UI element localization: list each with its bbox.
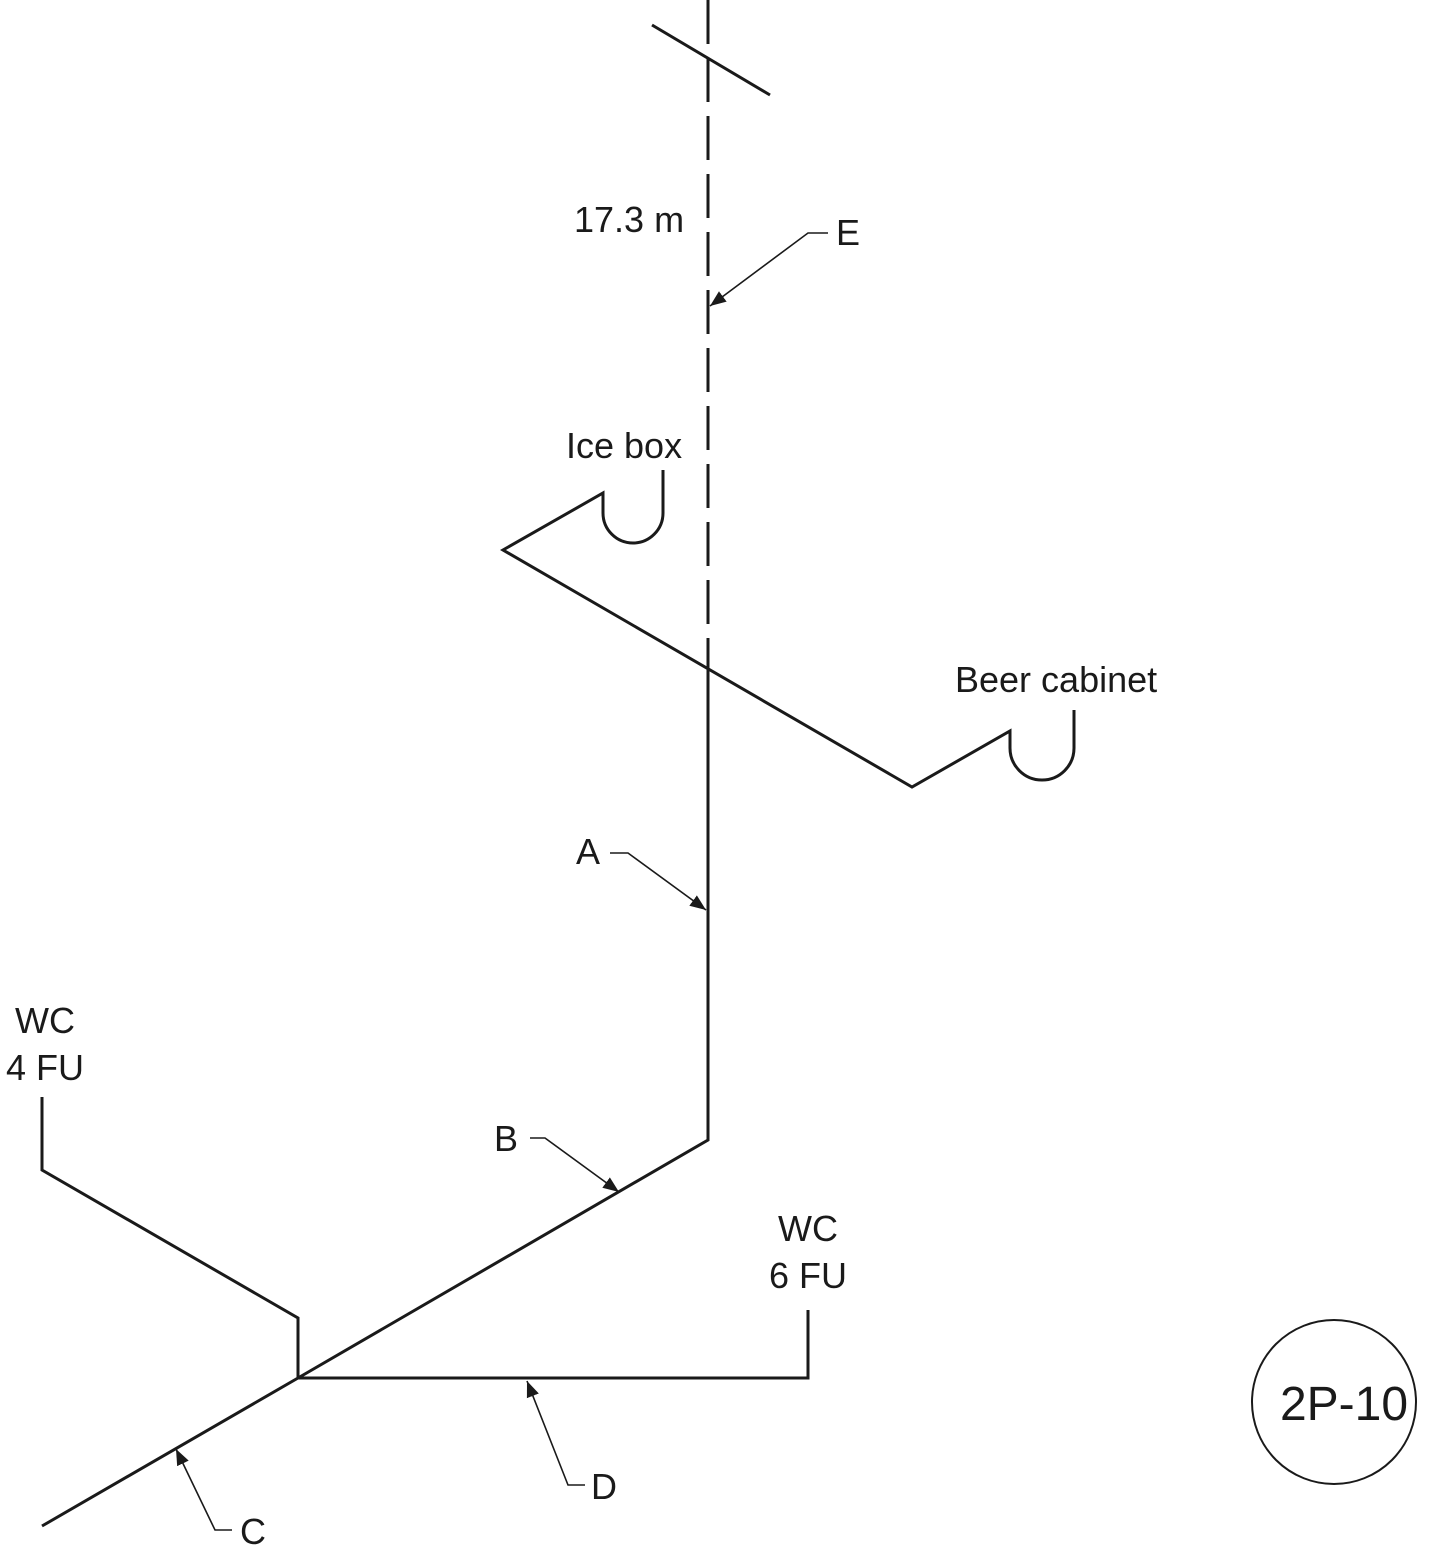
wc-right-name: WC — [778, 1208, 838, 1249]
label-b: B — [494, 1118, 518, 1159]
label-c: C — [240, 1511, 266, 1552]
wc-left-name: WC — [15, 1000, 75, 1041]
leader-d — [526, 1380, 585, 1486]
label-e: E — [836, 212, 860, 253]
ice-box-trap — [499, 470, 1076, 789]
pipe-a-b-c — [41, 665, 710, 1528]
drawing-id-circle — [1251, 1319, 1417, 1485]
label-d: D — [591, 1466, 617, 1507]
break-line — [651, 23, 771, 97]
leader-e — [709, 232, 828, 307]
pipe-d — [298, 1310, 810, 1380]
leader-a — [610, 852, 707, 911]
wc-left-branch — [40, 1097, 300, 1378]
wc-left-fu: 4 FU — [6, 1047, 84, 1088]
beer-cabinet-label: Beer cabinet — [955, 659, 1157, 700]
leader-c — [175, 1448, 232, 1531]
wc-right-fu: 6 FU — [769, 1255, 847, 1296]
length-label: 17.3 m — [574, 199, 684, 240]
drawing-id: 2P-10 — [1280, 1378, 1408, 1431]
label-a: A — [576, 831, 600, 872]
leader-b — [530, 1137, 620, 1193]
ice-box-label: Ice box — [566, 425, 682, 466]
